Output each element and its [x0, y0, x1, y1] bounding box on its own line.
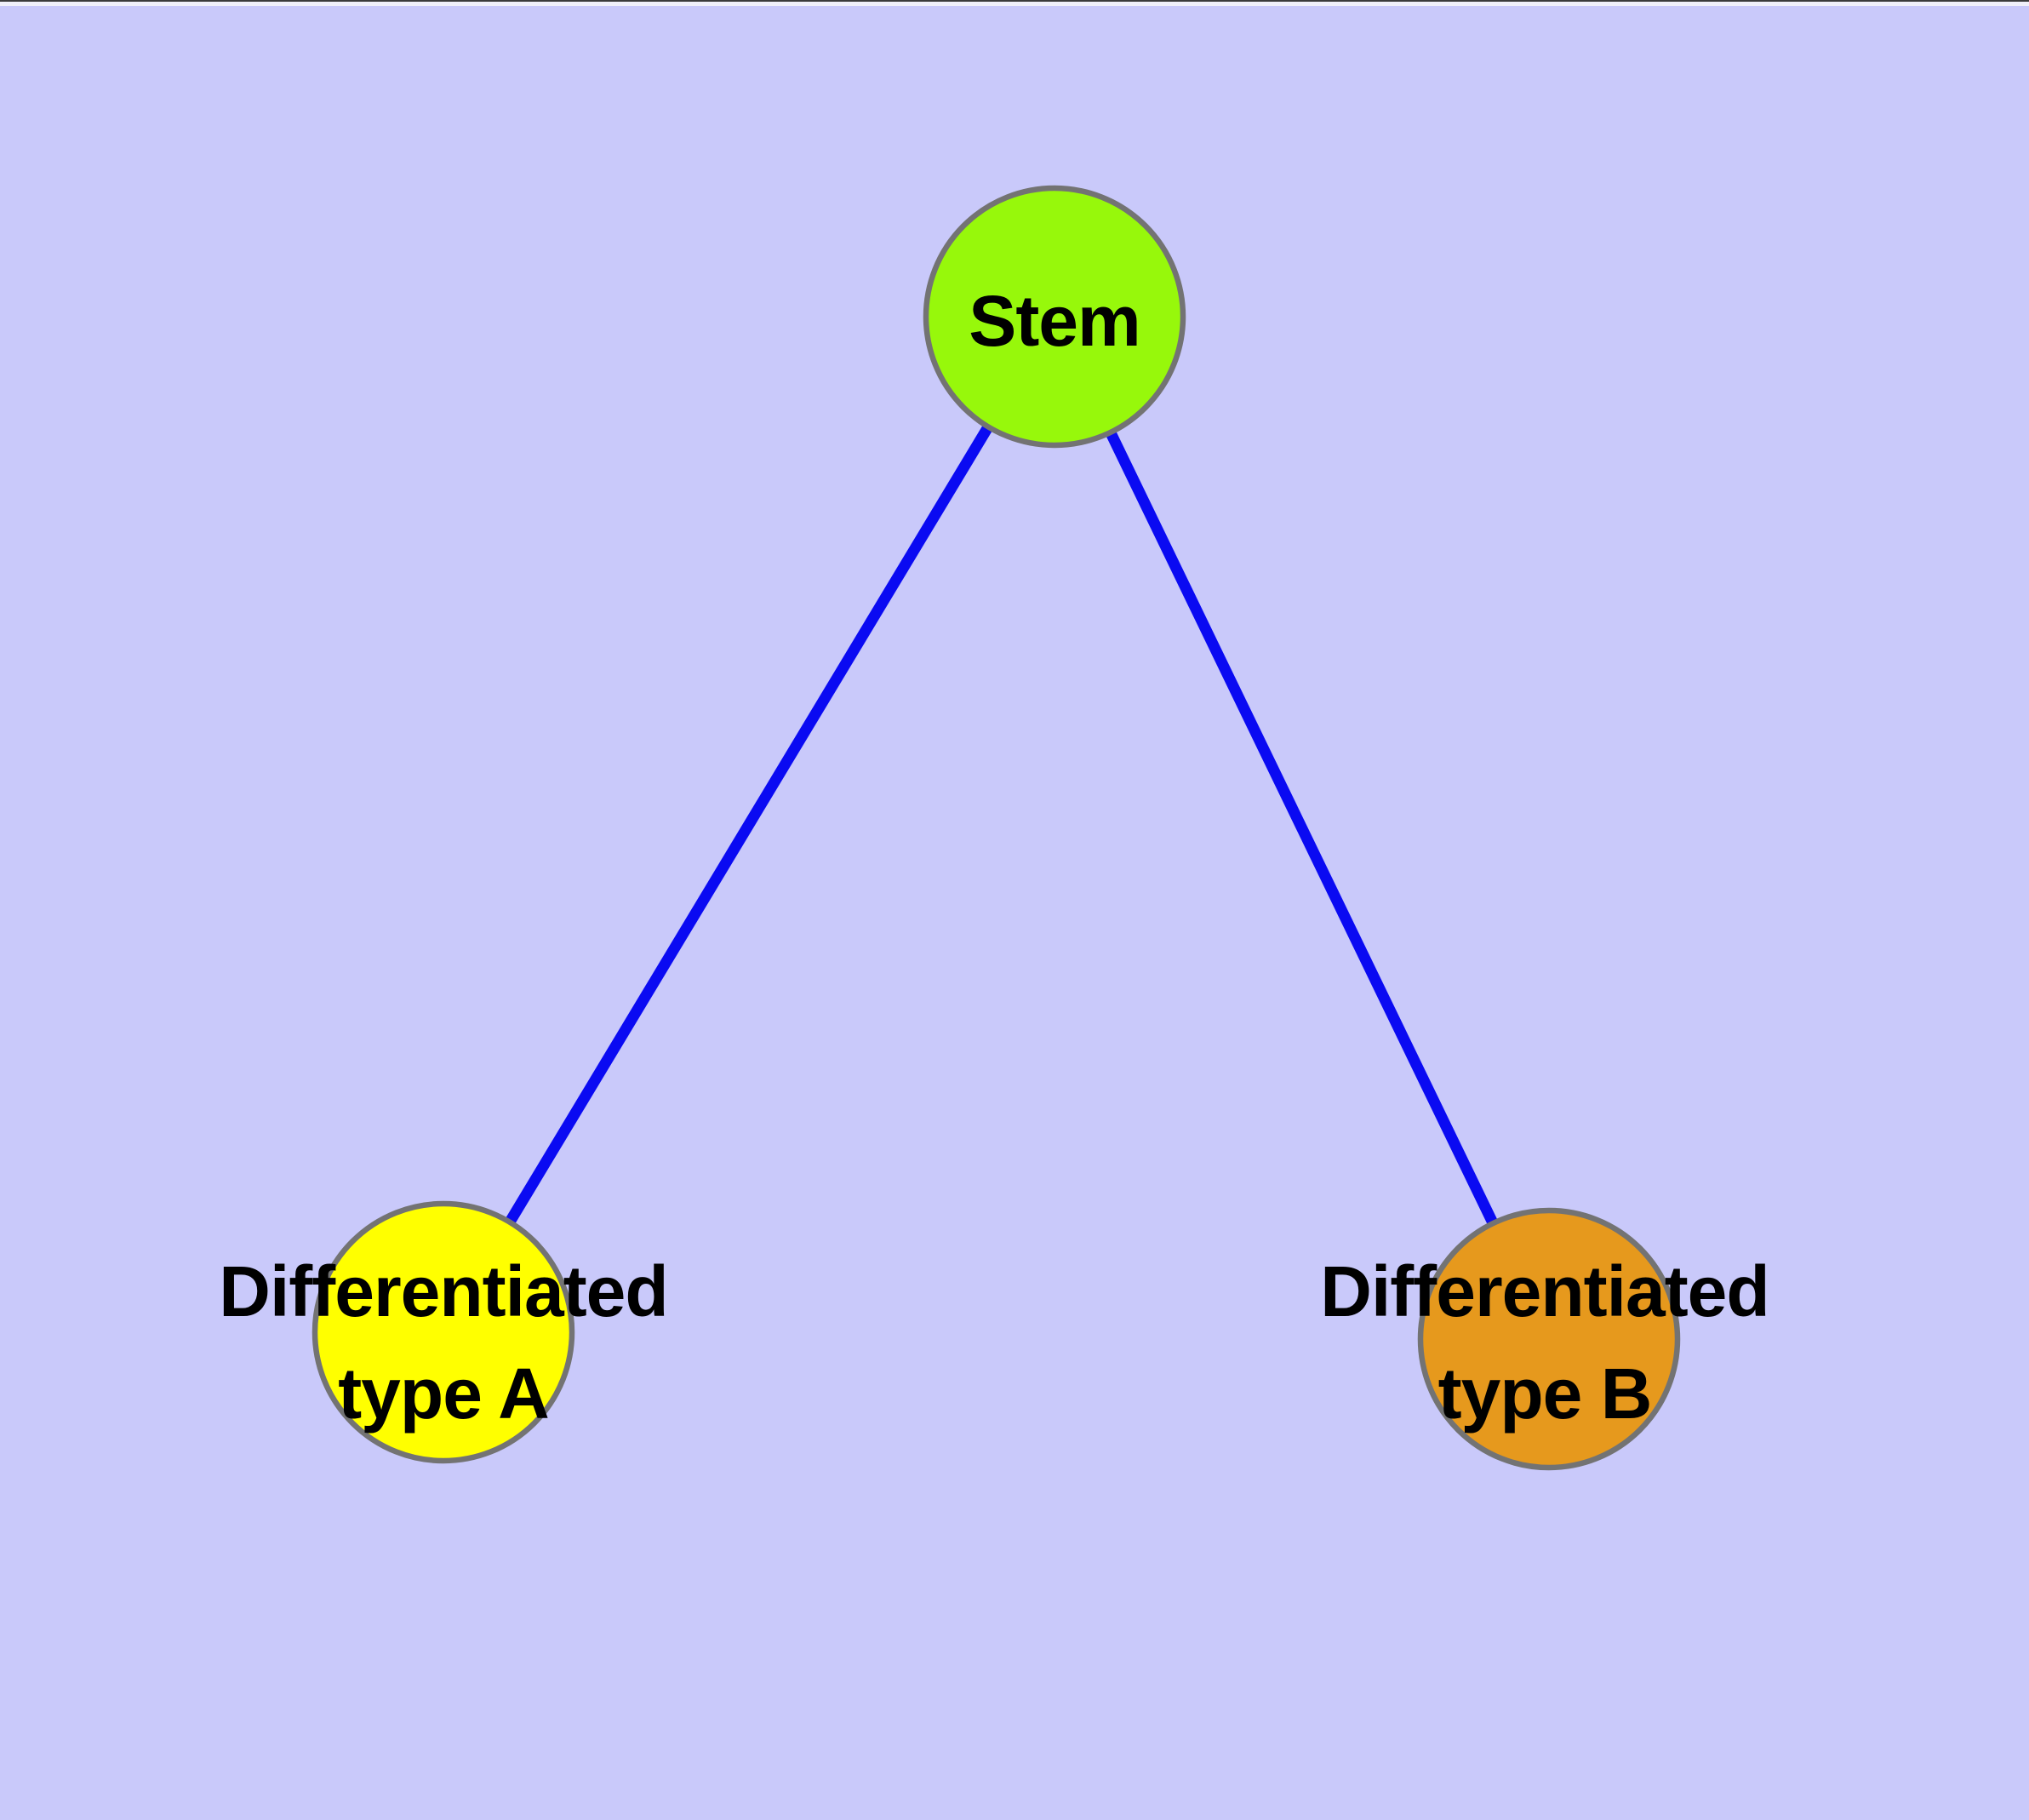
node-differentiated-type-a: [311, 1200, 575, 1464]
node-differentiated-type-b: [1417, 1207, 1681, 1471]
node-type-a-label-line2: type A: [338, 1354, 550, 1434]
node-type-b-label-line1: Differentiated: [1320, 1251, 1769, 1331]
window-top-border-strip: [0, 2, 2029, 6]
node-type-b-label: Differentiated type B: [1320, 1240, 1769, 1445]
node-type-a-label-line1: Differentiated: [219, 1251, 668, 1331]
node-stem: [923, 185, 1186, 449]
edge-stem-to-type-b: [1049, 314, 1554, 1342]
edge-stem-to-type-a: [438, 313, 1060, 1336]
node-stem-label: Stem: [969, 281, 1140, 361]
window-top-border-line: [0, 0, 2029, 2]
node-type-b-label-line2: type B: [1437, 1354, 1653, 1434]
node-type-a-label: Differentiated type A: [219, 1240, 668, 1445]
